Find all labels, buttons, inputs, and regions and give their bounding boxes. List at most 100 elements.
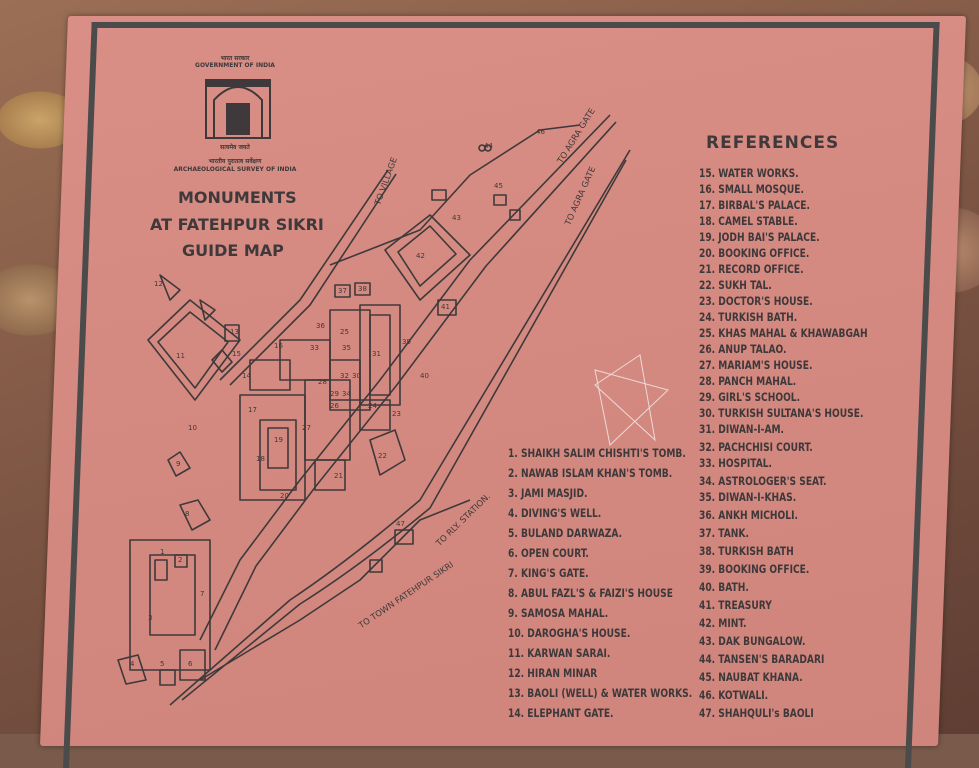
emblem-english-top: GOVERNMENT OF INDIA [195,62,275,69]
legend-item: 47. SHAHQULI's BAOLI [699,706,814,720]
legend-item: 35. DIWAN-I-KHAS. [699,490,797,504]
map-number: 18 [256,455,265,463]
legend-item: 3. JAMI MASJID. [508,486,588,500]
map-number: 32 [340,372,349,380]
map-number: 1 [160,548,165,556]
map-number: 36 [316,322,325,330]
road-to-town [169,149,631,706]
legend-item: 41. TREASURY [699,598,772,612]
map-number: 26 [330,402,339,410]
legend-item: 44. TANSEN'S BARADARI [699,652,825,666]
map-number: 33 [310,344,319,352]
legend-item: 10. DAROGHA'S HOUSE. [508,626,631,640]
legend-item: 8. ABUL FAZL'S & FAIZI'S HOUSE [508,586,673,600]
road-to-village [219,169,389,381]
legend-item: 33. HOSPITAL. [699,456,773,470]
legend-item: 24. TURKISH BATH. [699,310,798,324]
legend-item: 17. BIRBAL'S PALACE. [699,198,810,212]
legend-item: 39. BOOKING OFFICE. [699,562,810,576]
emblem-hindi-motto: सत्यमेव जयते [220,144,250,151]
map-number: 29 [330,390,339,398]
map-number: 15 [232,350,241,358]
map-number: 30 [352,372,361,380]
legend-item: 27. MARIAM'S HOUSE. [699,358,813,372]
map-title-line-3: GUIDE MAP [182,241,284,260]
legend-item: 13. BAOLI (WELL) & WATER WORKS. [508,686,693,700]
legend-item: 19. JODH BAI'S PALACE. [699,230,820,244]
map-number: 3 [148,614,153,622]
map-number: 14 [242,372,251,380]
legend-item: 45. NAUBAT KHANA. [699,670,803,684]
map-title-line-2: AT FATEHPUR SIKRI [150,215,324,234]
map-number: 41 [441,303,450,311]
legend-item: 25. KHAS MAHAL & KHAWABGAH [699,326,868,340]
map-number: 2 [178,556,183,564]
legend-item: 5. BULAND DARWAZA. [508,526,623,540]
legend-item: 42. MINT. [699,616,747,630]
map-number: 11 [176,352,185,360]
legend-item: 29. GIRL'S SCHOOL. [699,390,801,404]
emblem-english-bottom: ARCHAEOLOGICAL SURVEY OF INDIA [173,166,297,173]
legend-item: 1. SHAIKH SALIM CHISHTI'S TOMB. [508,446,686,460]
legend-item: 20. BOOKING OFFICE. [699,246,810,260]
emblem-hindi-bottom: भारतीय पुरातत्व सर्वेक्षण [208,158,262,165]
map-number: 39 [402,338,411,346]
map-number: 4 [130,660,135,668]
emblem-hindi-top: भारत सरकार [220,55,250,62]
legend-item: 23. DOCTOR'S HOUSE. [699,294,813,308]
legend-item: 18. CAMEL STABLE. [699,214,798,228]
map-number: 13 [230,328,239,336]
star-scratch-mark [594,354,669,446]
map-number: 24 [368,402,377,410]
legend-item: 2. NAWAB ISLAM KHAN'S TOMB. [508,466,673,480]
map-number: 28 [318,378,327,386]
legend-item: 6. OPEN COURT. [508,546,589,560]
road-to-rly-station [199,499,471,681]
legend-item: 12. HIRAN MINAR [508,666,598,680]
map-number: 5 [160,660,165,668]
map-number: 22 [378,452,387,460]
legend-item: 7. KING'S GATE. [508,566,589,580]
legend-item: 15. WATER WORKS. [699,166,799,180]
site-map [117,114,669,706]
map-title-line-1: MONUMENTS [178,188,297,207]
legend-item: 43. DAK BUNGALOW. [699,634,806,648]
legend-item: 4. DIVING'S WELL. [508,506,602,520]
legend-item: 21. RECORD OFFICE. [699,262,804,276]
legend-item: 14. ELEPHANT GATE. [508,706,614,720]
legend-item: 32. PACHCHISI COURT. [699,440,813,454]
legend-item: 40. BATH. [699,580,749,594]
references-heading: REFERENCES [706,133,840,153]
map-number: 31 [372,350,381,358]
map-number: 46 [536,128,545,136]
map-number: 38 [358,285,367,293]
map-number: 35 [342,344,351,352]
legend-item: 9. SAMOSA MAHAL. [508,606,609,620]
legend-item: 22. SUKH TAL. [699,278,772,292]
map-number: 42 [416,252,425,260]
map-number: 25 [340,328,349,336]
map-number: 12 [154,280,163,288]
legend-item: 30. TURKISH SULTANA'S HOUSE. [699,406,864,420]
map-number: 27 [302,424,311,432]
legend-item: 31. DIWAN-I-AM. [699,422,785,436]
legend-item: 16. SMALL MOSQUE. [699,182,804,196]
map-number: 45 [494,182,503,190]
map-number: 21 [334,472,343,480]
legend-item: 26. ANUP TALAO. [699,342,787,356]
map-number: 7 [200,590,205,598]
road-to-agra-gate [199,114,611,641]
legend-item: 28. PANCH MAHAL. [699,374,797,388]
legend-item: 46. KOTWALI. [699,688,769,702]
map-number: 8 [185,510,190,518]
map-number: 6 [188,660,193,668]
map-number: 44 [484,142,493,150]
map-number: 40 [420,372,429,380]
map-number: 9 [176,460,181,468]
legend-item: 36. ANKH MICHOLI. [699,508,798,522]
legend-item: 11. KARWAN SARAI. [508,646,611,660]
map-number: 10 [188,424,197,432]
map-number: 47 [396,520,405,528]
map-number: 23 [392,410,401,418]
legend-item: 37. TANK. [699,526,749,540]
